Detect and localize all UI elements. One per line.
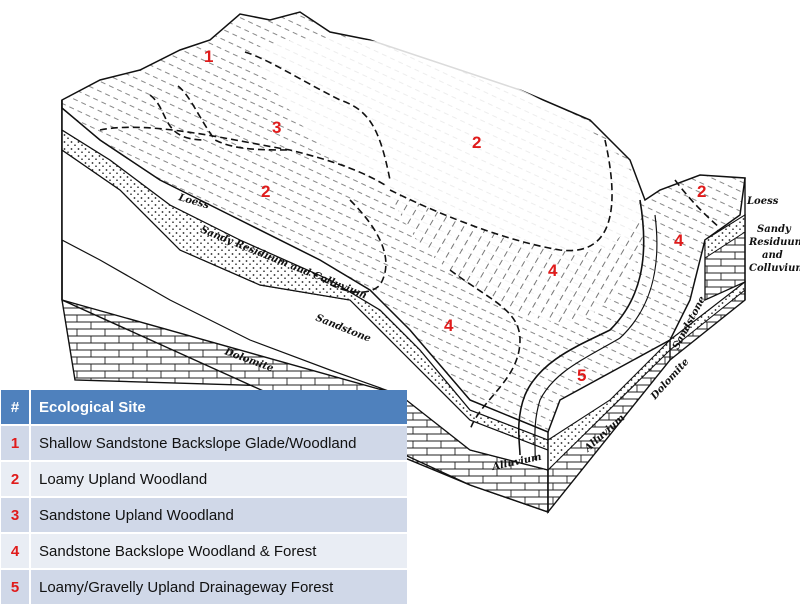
legend-row: 2 Loamy Upland Woodland <box>1 461 407 498</box>
site-number: 4 <box>674 231 684 250</box>
legend-row: 4 Sandstone Backslope Woodland & Forest <box>1 533 407 570</box>
legend-row-name: Shallow Sandstone Backslope Glade/Woodla… <box>30 425 407 462</box>
ecological-site-legend: # Ecological Site 1 Shallow Sandstone Ba… <box>1 390 407 606</box>
label-sandy-right: Sandy <box>757 224 792 235</box>
legend-row-number: 1 <box>1 425 31 462</box>
legend-row-name: Loamy/Gravelly Upland Drainageway Forest <box>30 569 407 606</box>
site-number: 2 <box>261 182 270 201</box>
upland-dome <box>250 37 640 253</box>
legend-row-number: 5 <box>1 569 31 606</box>
site-number: 1 <box>204 47 213 66</box>
legend-row: 5 Loamy/Gravelly Upland Drainageway Fore… <box>1 569 407 606</box>
site-number: 4 <box>548 261 558 280</box>
label-sandy-right: Colluvium <box>749 263 800 274</box>
legend-row-number: 4 <box>1 533 31 570</box>
legend-header-number: # <box>1 390 31 426</box>
legend-row-number: 3 <box>1 497 31 534</box>
block-outline <box>61 100 746 512</box>
drainageway <box>517 199 645 456</box>
legend-row: 1 Shallow Sandstone Backslope Glade/Wood… <box>1 425 407 462</box>
site-boundaries <box>99 51 721 431</box>
legend-row: 3 Sandstone Upland Woodland <box>1 497 407 534</box>
legend-row-name: Loamy Upland Woodland <box>30 461 407 498</box>
label-sandy-right: and <box>762 250 783 261</box>
legend-row-name: Sandstone Upland Woodland <box>30 497 407 534</box>
legend-header-title: Ecological Site <box>30 390 407 426</box>
site-number: 5 <box>577 366 586 385</box>
site-number: 4 <box>444 316 454 335</box>
backslope-band <box>390 190 645 322</box>
legend-row-name: Sandstone Backslope Woodland & Forest <box>30 533 407 570</box>
site-number: 2 <box>697 182 706 201</box>
site-number: 3 <box>272 118 281 137</box>
site-number: 2 <box>472 133 481 152</box>
label-sandy-right: Residuum <box>748 237 800 248</box>
drainageway-edge <box>534 214 658 461</box>
label-loess-right: Loess <box>746 196 779 207</box>
land-surface <box>61 11 746 433</box>
legend-row-number: 2 <box>1 461 31 498</box>
legend-header-row: # Ecological Site <box>1 390 407 426</box>
